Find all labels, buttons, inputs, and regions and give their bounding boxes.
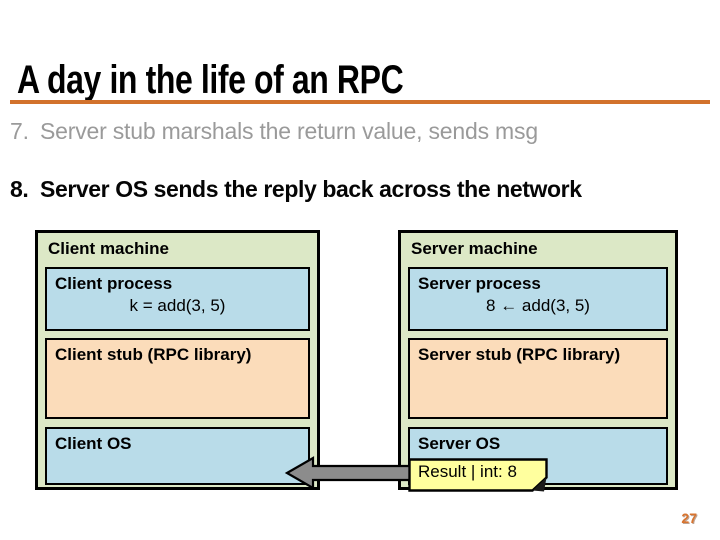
bullet-number: 7. xyxy=(10,118,29,144)
bullet-number: 8. xyxy=(10,176,29,202)
client-stub-label: Client stub (RPC library) xyxy=(55,345,252,364)
server-stub-box: Server stub (RPC library) xyxy=(408,338,668,419)
page-title: A day in the life of an RPC xyxy=(17,58,404,102)
server-stub-label: Server stub (RPC library) xyxy=(418,345,621,364)
server-process-box: Server process 8 ← add(3, 5) xyxy=(408,267,668,331)
client-os-box: Client OS xyxy=(45,427,310,485)
client-stub-box: Client stub (RPC library) xyxy=(45,338,310,419)
server-os-label: Server OS xyxy=(418,434,501,453)
server-process-code: 8 ← add(3, 5) xyxy=(486,296,590,315)
client-os-label: Client OS xyxy=(55,434,132,453)
bullet-text: Server OS sends the reply back across th… xyxy=(40,176,582,202)
bullet-step-8: 8. Server OS sends the reply back across… xyxy=(10,176,582,203)
title-divider xyxy=(10,100,710,104)
server-process-label: Server process xyxy=(418,274,541,293)
result-note-text: Result | int: 8 xyxy=(418,462,517,481)
bullet-text: Server stub marshals the return value, s… xyxy=(40,118,538,144)
page-number: 27 xyxy=(681,510,697,526)
reply-arrow-icon xyxy=(284,456,415,490)
client-machine-box: Client machine Client process k = add(3,… xyxy=(35,230,320,490)
client-process-code: k = add(3, 5) xyxy=(129,296,226,315)
client-process-box: Client process k = add(3, 5) xyxy=(45,267,310,331)
server-machine-box: Server machine Server process 8 ← add(3,… xyxy=(398,230,678,490)
folded-corner-shape xyxy=(408,458,548,492)
client-machine-label: Client machine xyxy=(48,239,169,258)
server-machine-label: Server machine xyxy=(411,239,538,258)
client-process-label: Client process xyxy=(55,274,173,293)
bullet-step-7: 7. Server stub marshals the return value… xyxy=(10,118,538,145)
result-message-note: Result | int: 8 xyxy=(408,458,548,492)
